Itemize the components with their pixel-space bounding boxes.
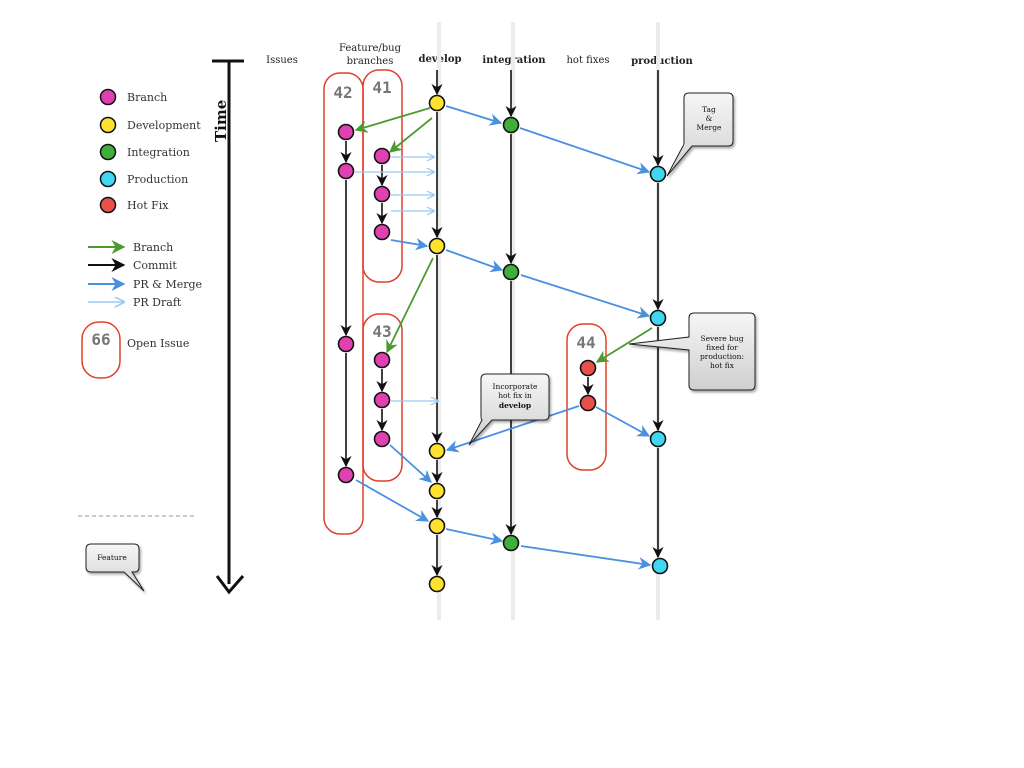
develop-commit-node: [428, 442, 446, 460]
callout-incorporate-line1: Incorporate: [493, 382, 538, 391]
legend-arrow-merge-label: PR & Merge: [133, 278, 202, 291]
legend-node-integration: Integration: [99, 143, 190, 161]
callout-tag-merge-line3: Merge: [697, 123, 723, 132]
issue-box-42: 42: [323, 72, 364, 535]
branch-commit-node: [337, 123, 355, 141]
legend-open-issue-number: 66: [91, 330, 110, 349]
legend-feature-callout-text: Feature: [97, 553, 127, 562]
callout-incorporate-line2: hot fix in: [498, 391, 532, 400]
legend-open-issue-label: Open Issue: [127, 337, 189, 350]
legend-node-branch: Branch: [99, 88, 167, 106]
legend-node-production-label: Production: [127, 173, 188, 186]
legend-open-issue: 66 Open Issue: [81, 321, 189, 379]
legend-feature-callout: [85, 543, 145, 592]
header-production: production: [631, 56, 693, 67]
branch-commit-node: [337, 162, 355, 180]
legend-arrow-commit-label: Commit: [133, 259, 177, 272]
nodes-issue-44: [579, 359, 597, 412]
branch-commit-node: [373, 223, 391, 241]
legend-arrow-draft: PR Draft: [88, 296, 182, 309]
merge-arrows: [355, 105, 652, 570]
header-feature-line2: branches: [347, 56, 394, 67]
commit-lines: [340, 70, 664, 577]
time-axis: [212, 59, 245, 595]
production-commit-node: [649, 309, 667, 327]
legend-node-development: Development: [99, 116, 201, 134]
develop-commit-node: [428, 237, 446, 255]
legend-node-hotfix-label: Hot Fix: [127, 199, 169, 212]
legend-node-branch-label: Branch: [127, 91, 167, 104]
callout-tag-merge-line1: Tag: [702, 105, 716, 114]
legend-node-production: Production: [99, 170, 188, 188]
legend-node-hotfix: Hot Fix: [99, 196, 169, 214]
legend-node-development-label: Development: [127, 119, 201, 132]
nodes-integration: [502, 116, 520, 552]
develop-commit-node: [428, 575, 446, 593]
callout-tag-merge-line2: &: [706, 114, 713, 123]
header-issues: Issues: [266, 55, 298, 66]
legend-arrow-draft-label: PR Draft: [133, 296, 182, 309]
callout-hotfix-line3: production:: [700, 352, 744, 361]
branch-commit-node: [373, 391, 391, 409]
branch-arrows: [354, 107, 653, 363]
lanes: [437, 22, 660, 620]
develop-commit-node: [428, 482, 446, 500]
develop-commit-node: [428, 517, 446, 535]
nodes-production: [649, 165, 669, 575]
branch-commit-node: [373, 351, 391, 369]
callout-hotfix-production: [628, 312, 756, 391]
develop-commit-node: [428, 94, 446, 112]
draft-arrows: [355, 157, 438, 401]
issue-number-41: 41: [372, 78, 391, 97]
legend-arrow-branch: Branch: [88, 240, 173, 254]
hotfix-commit-node: [579, 359, 597, 377]
branch-commit-node: [373, 430, 391, 448]
nodes-develop: [428, 94, 446, 593]
time-label: Time: [212, 100, 230, 142]
legend-arrow-merge: PR & Merge: [88, 277, 202, 291]
nodes-issue-43: [373, 351, 391, 448]
issue-box-44: 44: [566, 323, 607, 471]
issue-box-43: 43: [362, 313, 403, 482]
legend-arrow-commit: Commit: [88, 258, 177, 272]
branch-commit-node: [337, 335, 355, 353]
integration-commit-node: [502, 534, 520, 552]
callout-hotfix-line1: Severe bug: [700, 334, 743, 343]
integration-commit-node: [502, 116, 520, 134]
callout-hotfix-line4: hot fix: [710, 361, 735, 370]
issue-number-44: 44: [576, 333, 595, 352]
issue-number-42: 42: [333, 83, 352, 102]
branch-commit-node: [373, 185, 391, 203]
nodes-issue-42: [337, 123, 355, 484]
nodes-issue-41: [373, 147, 391, 241]
header-hotfixes: hot fixes: [566, 55, 609, 66]
callout-incorporate: [468, 373, 550, 446]
production-commit-node: [651, 557, 669, 575]
legend-arrow-branch-label: Branch: [133, 241, 173, 254]
hotfix-commit-node: [579, 394, 597, 412]
callout-incorporate-line3: develop: [499, 401, 531, 410]
legend-node-integration-label: Integration: [127, 146, 190, 159]
callout-hotfix-line2: fixed for: [706, 343, 738, 352]
callout-tag-merge: [666, 92, 734, 177]
production-commit-node: [649, 165, 667, 183]
header-feature-line1: Feature/bug: [339, 43, 402, 54]
issue-box-41: 41: [362, 69, 403, 283]
branch-commit-node: [337, 466, 355, 484]
issue-number-43: 43: [372, 322, 391, 341]
branch-commit-node: [373, 147, 391, 165]
integration-commit-node: [502, 263, 520, 281]
production-commit-node: [649, 430, 667, 448]
